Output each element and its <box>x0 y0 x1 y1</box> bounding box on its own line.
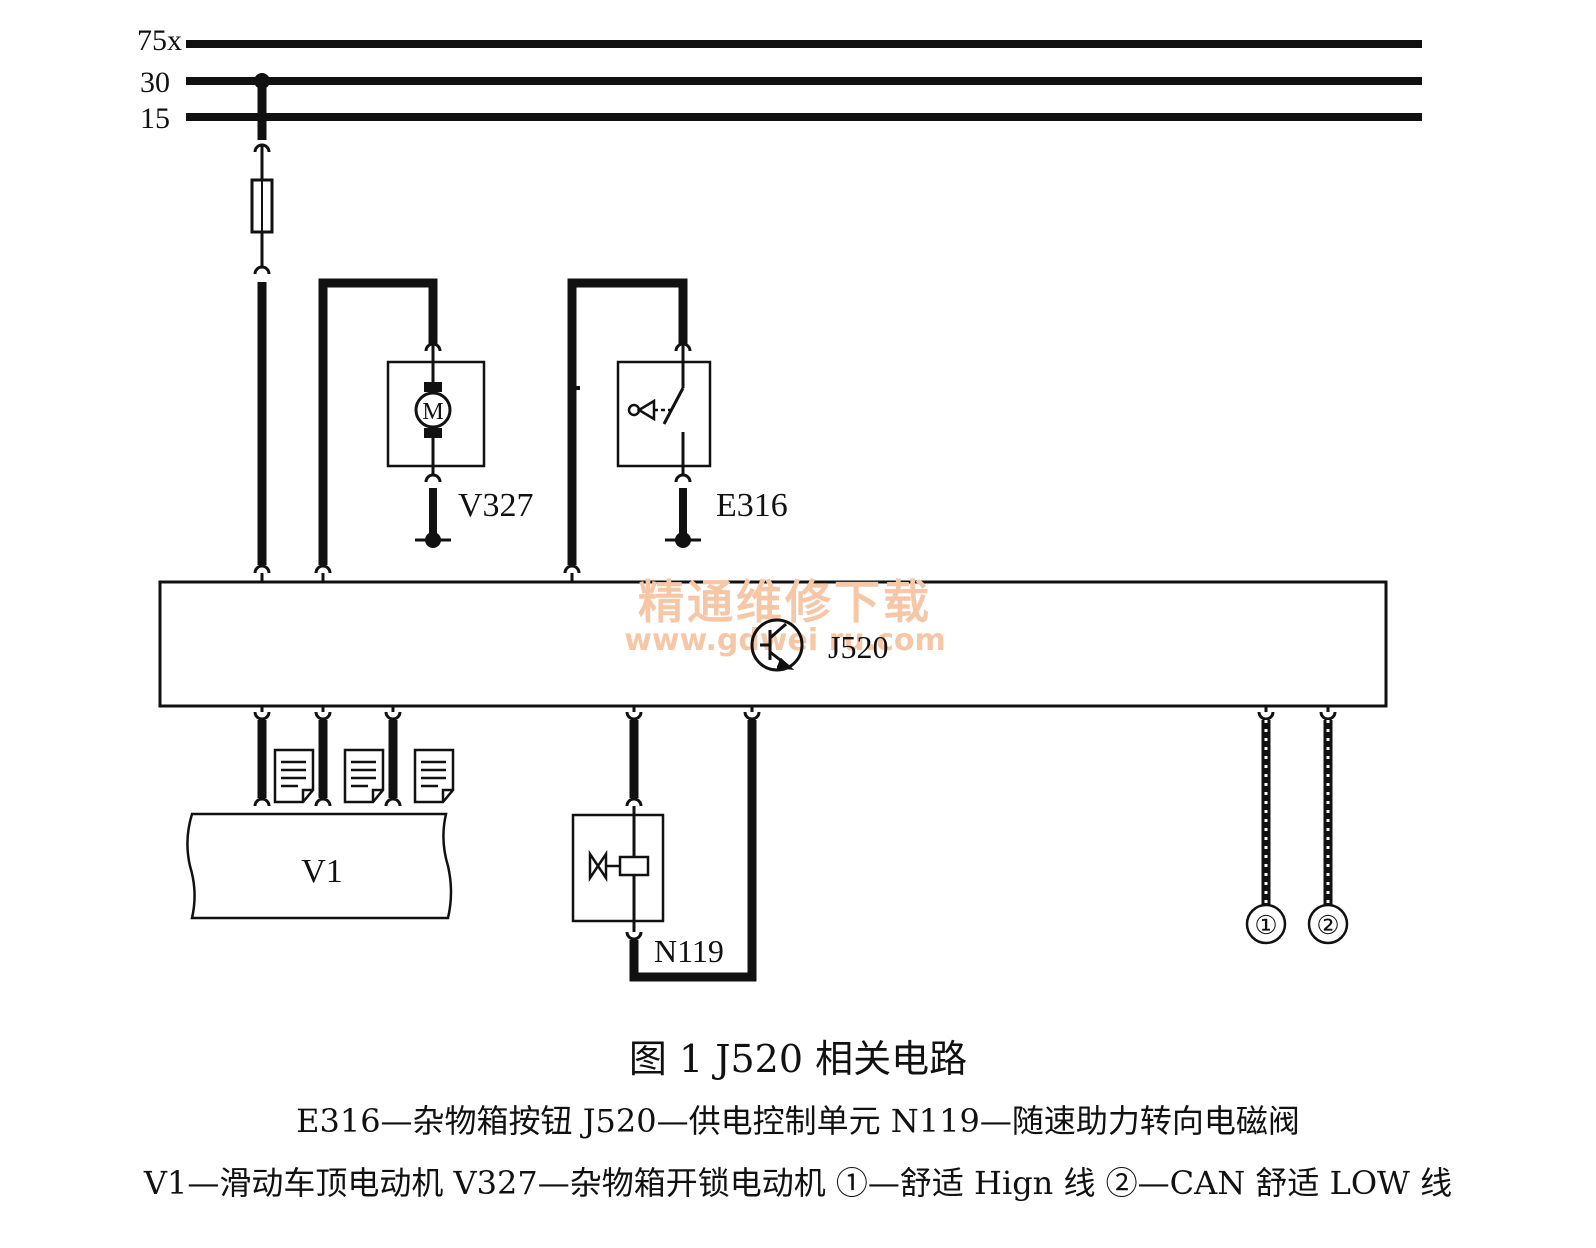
document-icon-2 <box>343 748 385 804</box>
document-icon-3 <box>413 748 455 804</box>
v1-label: V1 <box>301 853 343 890</box>
n119-circuit: N119 <box>571 720 757 982</box>
can-high-terminal <box>1245 903 1287 945</box>
n119-box <box>571 813 665 923</box>
rail-75x-label: 75x <box>137 24 182 57</box>
j520-bottom-connectors <box>253 706 1337 721</box>
can-high-marker: ① <box>1254 911 1277 940</box>
e316-circuit: E316 <box>567 278 788 565</box>
rail-30-label: 30 <box>140 66 170 99</box>
valve-icon <box>588 849 608 883</box>
fuse-branch <box>250 81 274 565</box>
solenoid-coil <box>618 855 650 877</box>
can-low-terminal <box>1307 903 1349 945</box>
j520-label: J520 <box>828 629 888 665</box>
transistor-icon <box>750 618 804 672</box>
can-low-marker: ② <box>1316 911 1339 940</box>
v327-circuit: M V327 <box>318 278 534 565</box>
rail-15-label: 15 <box>140 102 170 135</box>
legend-line-1: E316—杂物箱按钮 J520—供电控制单元 N119—随速助力转向电磁阀 <box>296 1102 1300 1140</box>
j520-box <box>158 580 1388 708</box>
j520-top-connectors <box>253 564 581 582</box>
n119-label: N119 <box>654 933 724 969</box>
can-wires: ① ② <box>1245 720 1349 945</box>
power-rails: 75x 30 15 <box>137 24 1422 135</box>
v1-wires <box>253 720 402 807</box>
watermark: 精通维修下载 www.gdwei ru.com <box>624 575 946 658</box>
watermark-line2: www.gdwei ru.com <box>624 623 946 658</box>
e316-label: E316 <box>716 487 788 524</box>
switch-contact <box>662 387 685 425</box>
figure-title: 图 1 J520 相关电路 <box>628 1037 968 1081</box>
motor-symbol-label: M <box>422 399 443 425</box>
v327-label: V327 <box>458 487 534 524</box>
motor-symbol <box>414 391 452 429</box>
v1-box <box>186 812 453 920</box>
document-icon-1 <box>273 748 315 804</box>
legend-line-2: V1—滑动车顶电动机 V327—杂物箱开锁电动机 ①—舒适 Hign 线 ②—C… <box>143 1164 1453 1202</box>
